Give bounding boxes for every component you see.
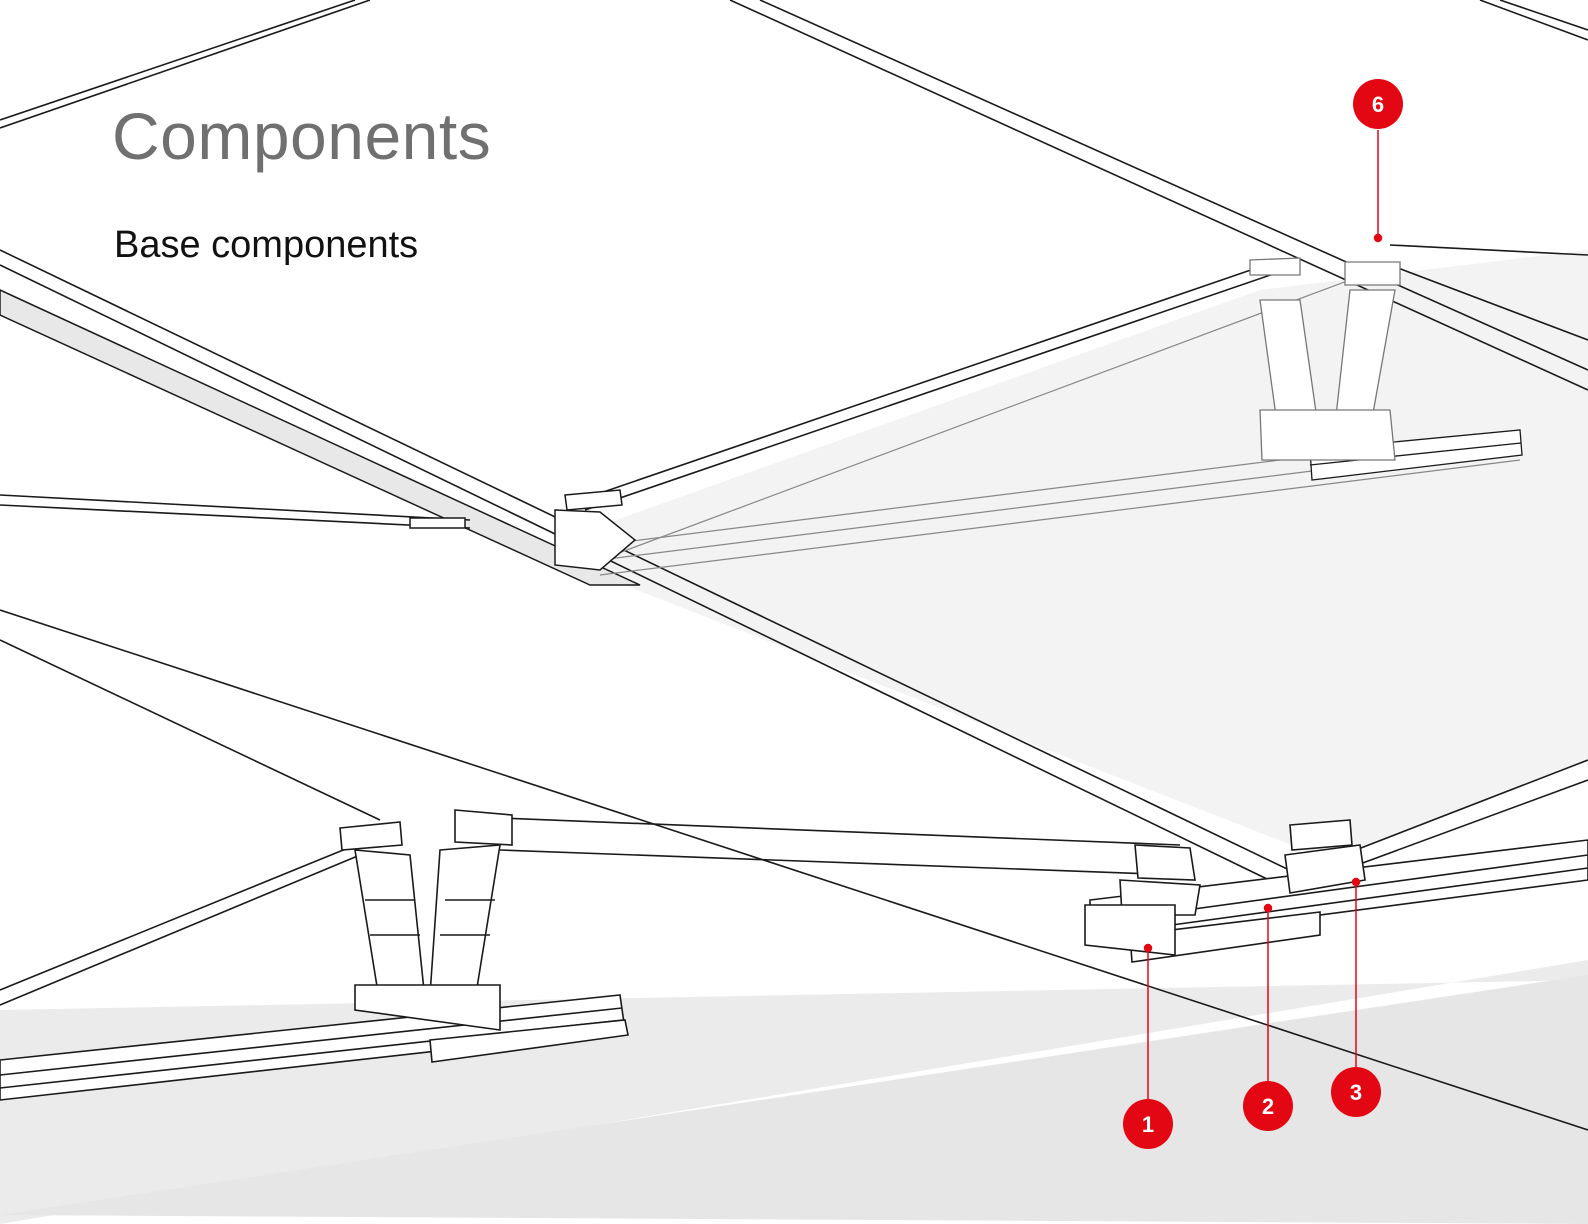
- rail-right: [1089, 839, 1588, 963]
- marker-2-label: 2: [1262, 1094, 1274, 1119]
- marker-6-label: 6: [1372, 92, 1384, 117]
- marker-1: 1: [1123, 1099, 1173, 1149]
- bracket-middle: [409, 489, 637, 571]
- bracket-right: [1084, 819, 1366, 956]
- marker-2: 2: [1243, 1081, 1293, 1131]
- marker-3-label: 3: [1350, 1080, 1362, 1105]
- bracket-left: [339, 809, 513, 1031]
- shaded-area-right: [560, 250, 1588, 860]
- bracket-back: [1249, 257, 1401, 461]
- rail-back: [1309, 429, 1523, 481]
- page-title: Components: [112, 99, 492, 173]
- callout-lines: [1143, 130, 1383, 1100]
- marker-1-label: 1: [1142, 1112, 1154, 1137]
- roof-shade-lower: [0, 975, 1588, 1224]
- section-title: Base components: [114, 224, 419, 266]
- marker-3: 3: [1331, 1067, 1381, 1117]
- solar-panels: [0, 0, 1588, 1131]
- shaded-strip: [0, 289, 641, 586]
- marker-6: 6: [1353, 79, 1403, 129]
